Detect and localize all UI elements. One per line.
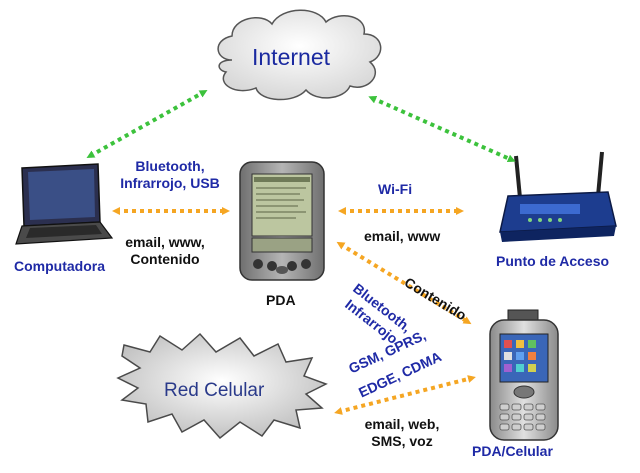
- red-phone-services: email, web, SMS, voz: [352, 416, 452, 450]
- computadora-label: Computadora: [14, 258, 105, 275]
- punto-de-acceso-router: [500, 152, 616, 242]
- internet-label: Internet: [252, 44, 330, 71]
- red-phone-services-line1: email, web,: [352, 416, 452, 433]
- wifi-label: Wi-Fi: [378, 181, 412, 198]
- red-celular-label: Red Celular: [164, 380, 264, 402]
- pda-celular-label: PDA/Celular: [472, 443, 553, 460]
- arrow-internet-router: [372, 98, 512, 160]
- computadora-laptop: [16, 164, 112, 244]
- pc-pda-protocols: Bluetooth, Infrarrojo, USB: [106, 158, 234, 192]
- pc-pda-protocols-line1: Bluetooth,: [106, 158, 234, 175]
- arrow-pc-internet: [90, 92, 204, 156]
- pda-celular-phone: [490, 310, 558, 440]
- red-phone-services-line2: SMS, voz: [352, 433, 452, 450]
- pda-device: [240, 162, 324, 280]
- pda-label: PDA: [266, 292, 296, 309]
- pda-ap-services: email, www: [364, 228, 440, 245]
- pc-pda-services-line1: email, www,: [110, 234, 220, 251]
- punto-acceso-label: Punto de Acceso: [496, 253, 609, 270]
- arrow-red-phone: [338, 378, 472, 412]
- pc-pda-protocols-line2: Infrarrojo, USB: [106, 175, 234, 192]
- pc-pda-services: email, www, Contenido: [110, 234, 220, 268]
- pc-pda-services-line2: Contenido: [110, 251, 220, 268]
